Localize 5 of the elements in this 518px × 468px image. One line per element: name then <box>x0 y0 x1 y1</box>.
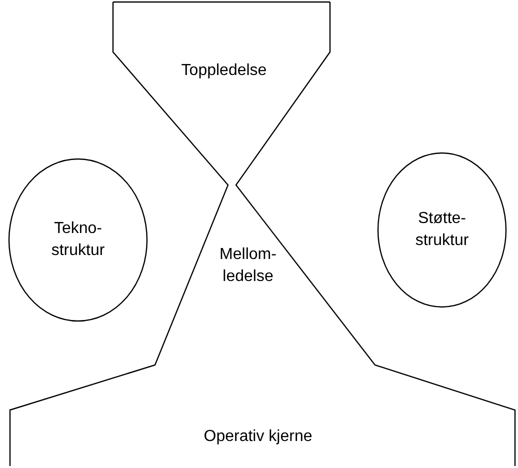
unit-label: Tekno- struktur <box>50 219 106 261</box>
operating-core-text: Operativ kjerne <box>202 427 314 447</box>
middle-line-text: Mellom- ledelse <box>218 245 278 287</box>
unit-label: Støtte- struktur <box>414 209 470 251</box>
management-text: Toppledelse <box>180 61 268 81</box>
